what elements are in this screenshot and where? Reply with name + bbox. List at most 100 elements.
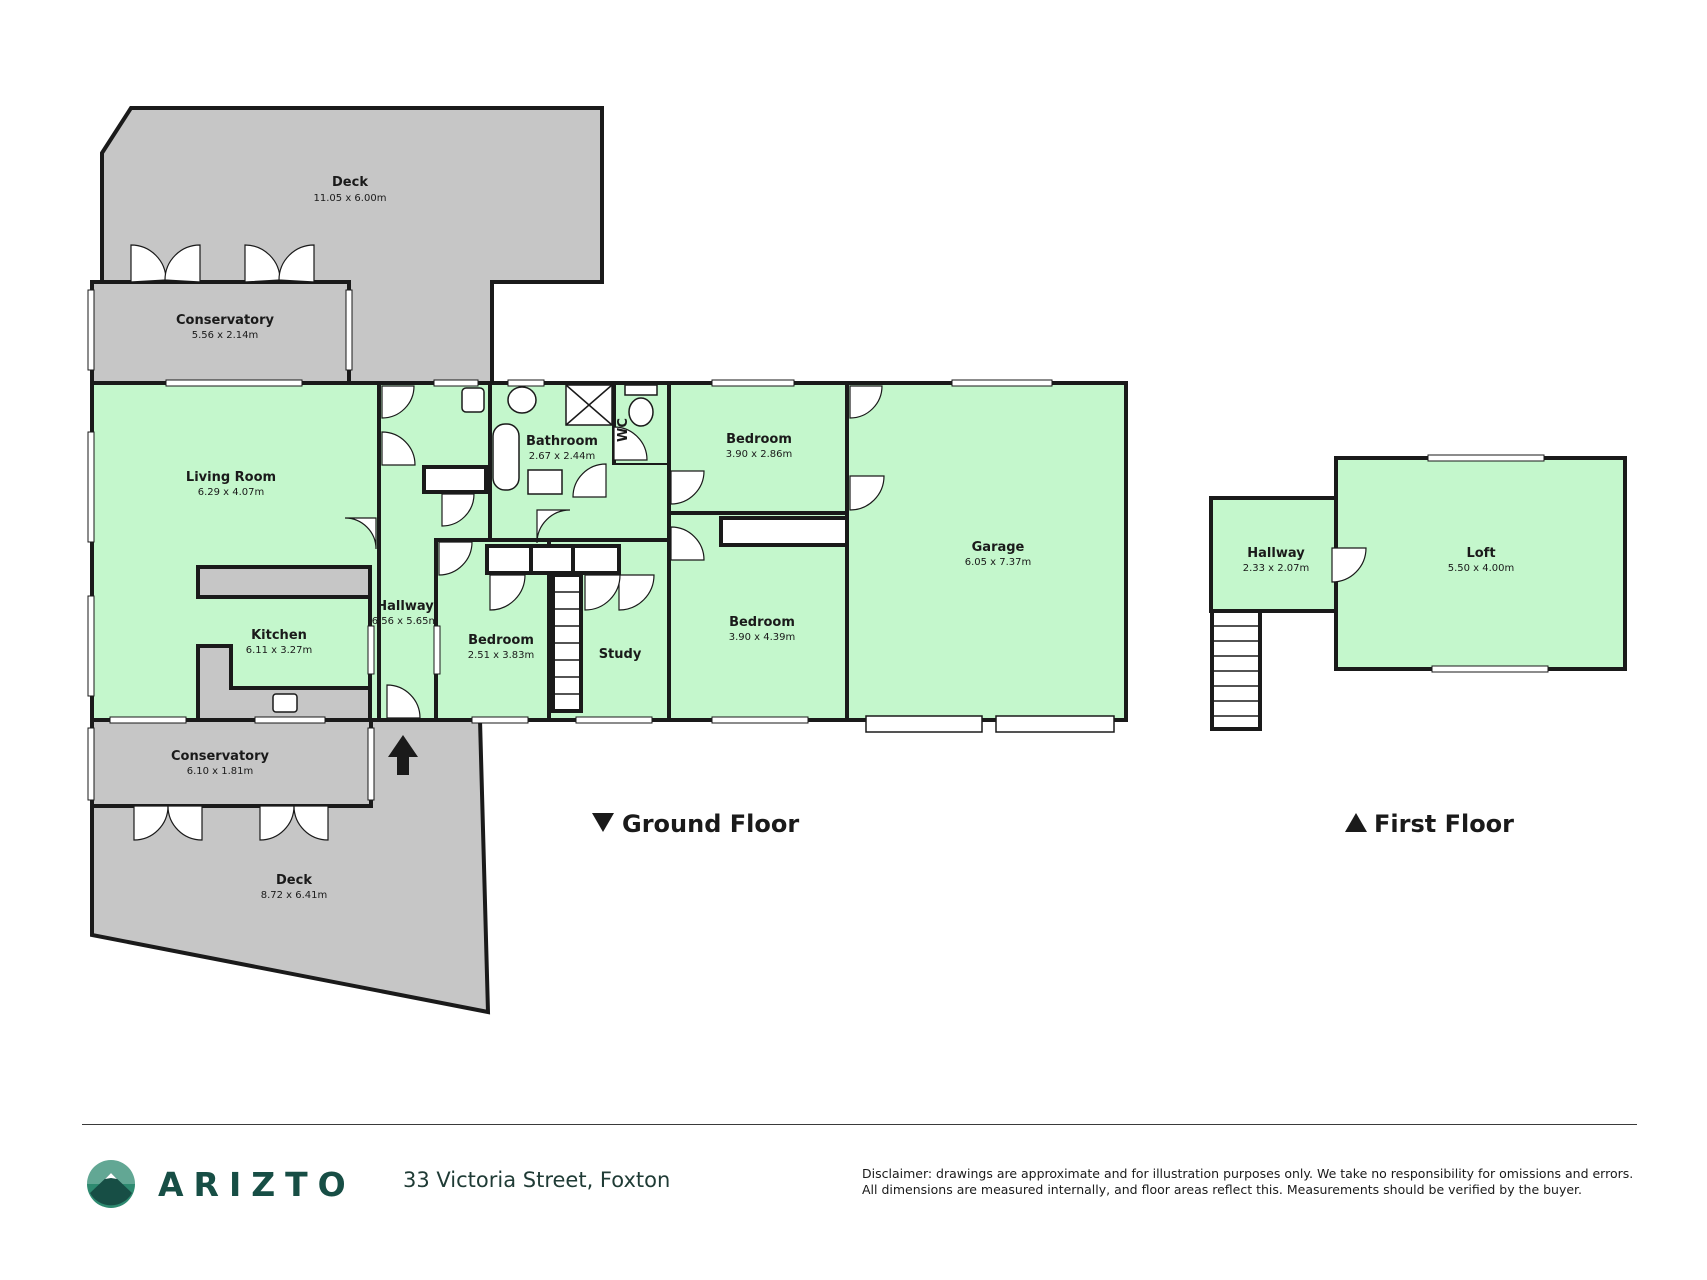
window — [165, 379, 303, 387]
french-door-icon — [164, 244, 201, 283]
window — [433, 379, 479, 387]
door-icon — [572, 463, 607, 498]
study-label: Study — [599, 647, 642, 662]
french-door-icon — [293, 805, 329, 841]
brand: ARIZTO — [86, 1158, 356, 1210]
window — [951, 379, 1053, 387]
bedroom-top-label: Bedroom — [726, 432, 792, 447]
door-icon — [618, 574, 655, 611]
door-icon — [438, 541, 473, 576]
bedroom-bottom-dims: 3.90 x 4.39m — [729, 632, 796, 643]
window — [345, 289, 353, 371]
brand-name: ARIZTO — [158, 1164, 356, 1204]
deck-top-dims: 11.05 x 6.00m — [314, 193, 387, 204]
window — [367, 727, 375, 801]
hall-cupboard-2 — [485, 544, 533, 575]
hall-cupboard-4 — [571, 544, 621, 575]
ground-floor-plan: Deck 11.05 x 6.00m Conservatory 5.56 x 2… — [87, 106, 1128, 1015]
loft-dims: 5.50 x 4.00m — [1448, 563, 1515, 574]
first-floor-plan: Hallway 2.33 x 2.07m Loft 5.50 x 4.00m F… — [1209, 454, 1627, 838]
window — [507, 379, 545, 387]
door-icon — [670, 526, 705, 561]
kitchen-label: Kitchen — [251, 628, 307, 643]
conservatory-top-dims: 5.56 x 2.14m — [192, 330, 259, 341]
kitchen-counter-top — [196, 565, 372, 599]
garage-label: Garage — [972, 540, 1025, 555]
window — [109, 716, 187, 724]
living-room-dims: 6.29 x 4.07m — [198, 487, 265, 498]
door-icon — [536, 509, 571, 544]
door-icon — [381, 385, 415, 419]
window — [433, 625, 441, 675]
wc-label: WC — [616, 418, 631, 442]
door-icon — [584, 574, 621, 611]
window — [87, 727, 95, 801]
staircase-ground — [551, 573, 583, 713]
staircase-first — [1210, 609, 1262, 731]
garage-door-right — [995, 715, 1115, 733]
bedroom-bottom-label: Bedroom — [729, 615, 795, 630]
first-hallway-area — [1209, 496, 1338, 613]
bedroom-wardrobe — [719, 516, 849, 547]
up-triangle-icon — [1345, 813, 1367, 832]
disclaimer-line-2: All dimensions are measured internally, … — [862, 1182, 1583, 1197]
wc-toilet-icon — [628, 397, 654, 427]
property-address: 33 Victoria Street, Foxton — [403, 1168, 671, 1192]
disclaimer-line-1: Disclaimer: drawings are approximate and… — [862, 1166, 1634, 1181]
bathroom-dims: 2.67 x 2.44m — [529, 451, 596, 462]
first-floor-label: First Floor — [1374, 810, 1514, 838]
window — [367, 625, 375, 675]
garage-door-left — [865, 715, 983, 733]
mountain-logo-icon — [87, 1160, 135, 1208]
garage-dims: 6.05 x 7.37m — [965, 557, 1032, 568]
hall-cupboard-1 — [422, 465, 488, 494]
window — [87, 595, 95, 697]
toilet-icon — [507, 386, 537, 414]
door-icon — [670, 470, 705, 505]
door-icon — [344, 517, 377, 550]
door-icon — [381, 431, 416, 466]
first-hallway-label: Hallway — [1247, 546, 1305, 561]
door-icon — [441, 493, 475, 527]
footer-divider — [82, 1124, 1637, 1125]
window — [87, 431, 95, 543]
conservatory-bottom-dims: 6.10 x 1.81m — [187, 766, 254, 777]
kitchen-dims: 6.11 x 3.27m — [246, 645, 313, 656]
door-icon — [613, 426, 648, 461]
down-triangle-icon — [592, 813, 614, 832]
window — [1431, 665, 1549, 673]
deck-bottom-label: Deck — [276, 873, 312, 888]
bathroom-label: Bathroom — [526, 434, 598, 449]
loft-label: Loft — [1466, 546, 1495, 561]
hallway-label: Hallway — [376, 599, 434, 614]
french-door-icon — [278, 244, 315, 283]
window — [575, 716, 653, 724]
window — [87, 289, 95, 371]
entry-door-icon — [386, 684, 421, 719]
deck-top-label: Deck — [332, 175, 368, 190]
window — [254, 716, 326, 724]
first-hallway-dims: 2.33 x 2.07m — [1243, 563, 1310, 574]
garage-area — [845, 381, 1128, 722]
disclaimer: Disclaimer: drawings are approximate and… — [862, 1166, 1652, 1198]
door-icon — [849, 385, 883, 419]
french-door-icon — [167, 805, 203, 841]
door-icon — [849, 475, 885, 511]
deck-bottom-dims: 8.72 x 6.41m — [261, 890, 328, 901]
door-icon — [1331, 547, 1367, 583]
sink-icon — [272, 693, 298, 713]
door-icon — [489, 574, 526, 611]
conservatory-bottom-label: Conservatory — [171, 749, 269, 764]
basin-icon — [461, 387, 485, 413]
bathtub-icon — [492, 423, 520, 491]
entry-arrow-icon — [388, 735, 418, 775]
conservatory-top-area — [90, 280, 351, 385]
living-room-area — [90, 381, 381, 722]
vanity-icon — [527, 469, 563, 495]
window — [1427, 454, 1545, 462]
bedroom-top-area — [667, 381, 849, 515]
window — [471, 716, 529, 724]
bedroom-top-dims: 3.90 x 2.86m — [726, 449, 793, 460]
bedroom-small-dims: 2.51 x 3.83m — [468, 650, 535, 661]
